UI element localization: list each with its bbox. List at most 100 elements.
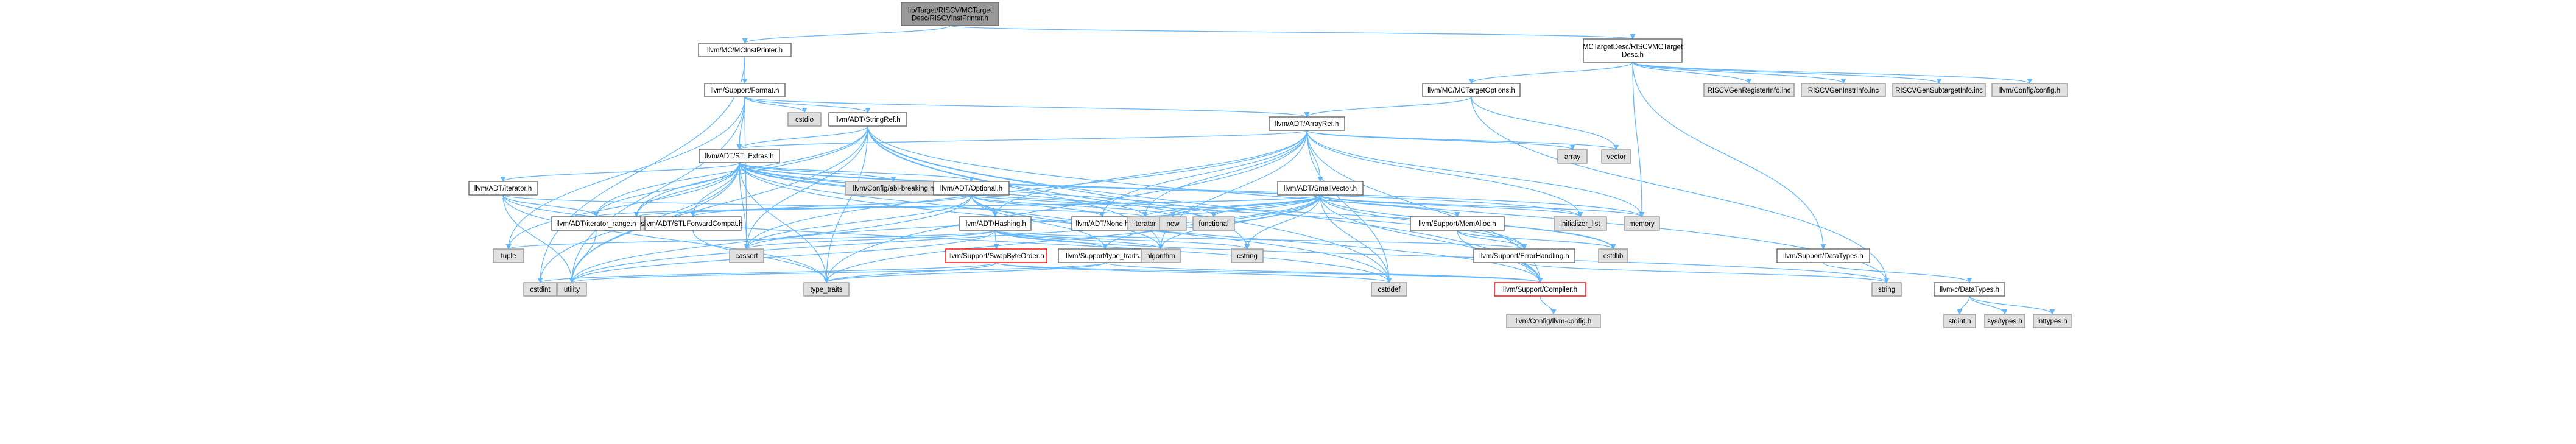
node-box-format (704, 83, 786, 97)
node-box-iterrange (551, 216, 641, 231)
node-root[interactable]: lib/Target/RISCV/MCTargetDesc/RISCVInstP… (901, 2, 999, 26)
edge-optional-to-new (971, 194, 1176, 217)
node-box-cdatatypes (1934, 282, 2005, 297)
node-cdatatypes[interactable]: llvm-c/DataTypes.h (1934, 282, 2005, 297)
node-label-smallvector: llvm/ADT/SmallVector.h (1284, 185, 1357, 192)
node-box-mctargetoptions (1422, 83, 1521, 97)
node-iterrange[interactable]: llvm/ADT/iterator_range.h (551, 216, 641, 231)
edge-format-to-utility (569, 96, 745, 283)
node-label-hashing: llvm/ADT/Hashing.h (964, 220, 1026, 228)
node-label-root-line2: Desc/RISCVInstPrinter.h (912, 15, 988, 23)
node-label-cassert: cassert (735, 253, 758, 260)
node-box-root (901, 2, 999, 26)
edge-optional-to-cassert (744, 194, 972, 250)
node-box-swapbyte (945, 248, 1047, 263)
edge-stringref-to-cstddef (867, 125, 1392, 283)
node-cstdlib: cstdlib (1598, 248, 1628, 263)
node-stlfwd[interactable]: llvm/ADT/STLForwardCompat.h (644, 216, 743, 231)
node-type_traits: type_traits (803, 282, 850, 297)
node-optional[interactable]: llvm/ADT/Optional.h (933, 181, 1010, 196)
edge-optional-to-utility (569, 194, 972, 283)
edge-stringref-to-stlextras (736, 125, 868, 150)
node-memalloc[interactable]: llvm/Support/MemAlloc.h (1410, 216, 1505, 231)
node-tuple: tuple (493, 248, 524, 263)
edge-typetraitsh-to-compiler (1105, 262, 1543, 283)
node-label-typetraitsh: llvm/Support/type_traits.h (1066, 253, 1145, 260)
edge-stringref-to-cassert (744, 125, 868, 250)
edge-riscvmctd-to-datatypes (1632, 62, 1826, 250)
node-mctargetoptions[interactable]: llvm/MC/MCTargetOptions.h (1422, 83, 1521, 97)
node-box-llvmconfig (1506, 314, 1601, 328)
edge-arrayref-to-cstddef (1306, 130, 1392, 283)
node-label-cstring: cstring (1237, 253, 1258, 260)
node-box-cstdio (787, 112, 822, 127)
node-iteratorh[interactable]: llvm/ADT/iterator.h (468, 181, 538, 196)
node-label-arrayref: llvm/ADT/ArrayRef.h (1275, 121, 1339, 128)
edge-iteratorh-to-type_traits (502, 194, 829, 283)
node-swapbyte[interactable]: llvm/Support/SwapByteOrder.h (945, 248, 1047, 263)
node-abibreaking: llvm/Config/abi-breaking.h (845, 181, 942, 196)
edge-memalloc-to-cstdlib (1457, 230, 1616, 250)
node-label-cdatatypes: llvm-c/DataTypes.h (1940, 286, 1999, 294)
edge-typetraitsh-to-type_traits (823, 262, 1106, 283)
edge-hashing-to-tuple (505, 230, 996, 250)
edge-riscvmctd-to-subtarget (1632, 62, 1942, 84)
node-label-stlfwd: llvm/ADT/STLForwardCompat.h (644, 220, 743, 228)
edge-stlextras-to-memory (739, 162, 1645, 217)
edge-smallvector-to-cstddef (1320, 194, 1392, 283)
node-box-stringref (828, 112, 907, 127)
node-box-optional (933, 181, 1010, 196)
node-cstdio: cstdio (787, 112, 822, 127)
edge-stlextras-to-iteratorh (500, 162, 740, 182)
edge-smallvector-to-cassert (744, 194, 1321, 250)
node-stringref[interactable]: llvm/ADT/StringRef.h (828, 112, 907, 127)
node-label-iterrange: llvm/ADT/iterator_range.h (556, 220, 636, 228)
node-label-vector: vector (1606, 153, 1625, 161)
node-label-swapbyte: llvm/Support/SwapByteOrder.h (948, 253, 1044, 260)
node-regs: RISCVGenRegisterInfo.inc (1703, 83, 1795, 97)
edge-cdatatypes-to-systypes (1969, 295, 2008, 315)
node-box-cassert (729, 248, 764, 263)
node-initlist: initializer_list (1554, 216, 1607, 231)
node-compiler[interactable]: llvm/Support/Compiler.h (1494, 282, 1586, 297)
node-iterator: iterator (1127, 216, 1163, 231)
node-typetraitsh[interactable]: llvm/Support/type_traits.h (1058, 248, 1153, 263)
node-label-new: new (1166, 220, 1180, 228)
node-smallvector[interactable]: llvm/ADT/SmallVector.h (1277, 181, 1364, 196)
edge-mctargetoptions-to-arrayref (1304, 96, 1472, 118)
node-hashing[interactable]: llvm/ADT/Hashing.h (959, 216, 1032, 231)
node-label-subtarget: RISCVGenSubtargetInfo.inc (1895, 87, 1983, 94)
node-errorhandling[interactable]: llvm/Support/ErrorHandling.h (1473, 248, 1575, 263)
node-stlextras[interactable]: llvm/ADT/STLExtras.h (699, 149, 780, 163)
node-arrayref[interactable]: llvm/ADT/ArrayRef.h (1269, 116, 1345, 131)
node-label-memalloc: llvm/Support/MemAlloc.h (1418, 220, 1496, 228)
edge-smallvector-to-cstring (1244, 194, 1321, 250)
node-datatypes[interactable]: llvm/Support/DataTypes.h (1776, 248, 1870, 263)
edge-datatypes-to-cdatatypes (1823, 262, 1972, 283)
node-label-tuple: tuple (501, 253, 516, 260)
edge-hashing-to-swapbyte (993, 230, 999, 250)
edge-errorhandling-to-string (1524, 262, 1890, 283)
edge-riscvmctd-to-regs (1632, 62, 1752, 84)
node-label-iteratorh: llvm/ADT/iterator.h (474, 185, 532, 192)
edge-memalloc-to-errorhandling (1457, 230, 1527, 250)
node-label-mcinstprinter: llvm/MC/MCInstPrinter.h (707, 47, 783, 54)
edge-stlextras-to-abibreaking (739, 162, 896, 182)
edge-smallvector-to-memalloc (1320, 194, 1460, 217)
node-box-cstdint (523, 282, 557, 297)
node-utility: utility (557, 282, 587, 297)
edge-stlextras-to-type_traits (739, 162, 829, 283)
node-label-iterator: iterator (1134, 220, 1156, 228)
node-box-stlextras (699, 149, 780, 163)
node-mcinstprinter[interactable]: llvm/MC/MCInstPrinter.h (698, 43, 792, 57)
node-none[interactable]: llvm/ADT/None.h (1071, 216, 1133, 231)
edge-mctargetoptions-to-string (1471, 96, 1890, 283)
edge-iteratorh-to-iterrange (502, 194, 599, 217)
edge-stlextras-to-tuple (505, 162, 740, 250)
node-label-abibreaking: llvm/Config/abi-breaking.h (853, 185, 934, 192)
node-format[interactable]: llvm/Support/Format.h (704, 83, 786, 97)
node-box-functional (1192, 216, 1235, 231)
node-box-compiler (1494, 282, 1586, 297)
